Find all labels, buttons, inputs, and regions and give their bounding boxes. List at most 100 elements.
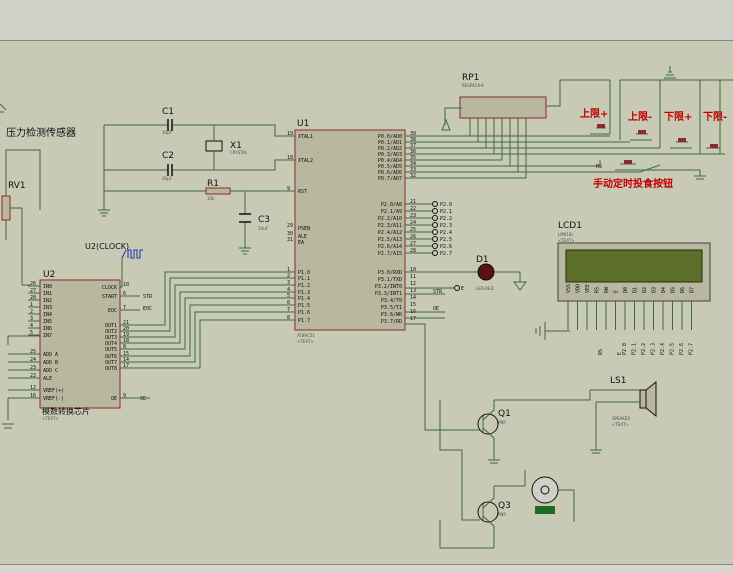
u1-pin-number: 15	[410, 302, 416, 308]
u2-pin-number: 1	[30, 302, 33, 308]
p2-point-label: P2.5	[440, 237, 452, 243]
u1-pin-label: P2.4/A12	[378, 230, 402, 236]
u1-pin-label: P1.6	[298, 310, 310, 316]
lcd-net-label: P2.1	[632, 343, 638, 355]
u2-pin-number: 17	[123, 363, 129, 369]
u1-pin-number: 7	[287, 307, 290, 313]
x1-crystal[interactable]	[205, 125, 223, 170]
u1-pin-label: P0.6/AD6	[378, 170, 402, 176]
u2-pin-label: VREF(+)	[43, 388, 64, 394]
p2-test-point[interactable]	[432, 236, 438, 242]
q1-label: Q1	[498, 409, 511, 419]
u2-pin-label: IN7	[43, 333, 52, 339]
u2-pin-number: 14	[123, 357, 129, 363]
u1-str-label: STR	[433, 289, 443, 295]
p2-test-point[interactable]	[432, 215, 438, 221]
u1-text-placeholder: <TEXT>	[297, 339, 314, 344]
u2-adc-chip[interactable]	[39, 279, 121, 409]
u1-pin-label: P2.7/A15	[378, 251, 402, 257]
u2-pin-number: 19	[123, 332, 129, 338]
u2-pin-label: ADD C	[43, 368, 58, 374]
c2-label: C2	[162, 151, 174, 161]
c1-label: C1	[162, 107, 174, 117]
p2-test-point[interactable]	[432, 250, 438, 256]
c1-capacitor[interactable]	[104, 119, 295, 137]
u1-pin-label: P3.5/T1	[381, 305, 402, 311]
u1-mcu-chip[interactable]	[294, 129, 406, 331]
lcd-net-label: P2.4	[660, 343, 666, 355]
p2-test-point[interactable]	[432, 208, 438, 214]
u1-pin-number: 37	[410, 143, 416, 149]
u1-pin-label: P1.1	[298, 276, 310, 282]
toolbar-area	[0, 0, 733, 41]
u2-pin-label: ADD A	[43, 352, 58, 358]
u1-part: AT89C51	[297, 333, 315, 338]
u1-pin-label: P0.0/AD0	[378, 134, 402, 140]
rv1-potentiometer[interactable]	[0, 103, 41, 240]
rp1-resistor-pack[interactable]	[441, 79, 610, 131]
x1-label: X1	[230, 141, 242, 151]
q3-label: Q3	[498, 501, 511, 511]
rs-label: RS	[596, 164, 602, 170]
u2-pin-number: 18	[123, 338, 129, 344]
lower-minus-button[interactable]	[700, 144, 725, 155]
lcd1-display[interactable]	[557, 242, 711, 302]
u2-pin-number: 21	[123, 320, 129, 326]
u2-label: U2	[43, 270, 55, 280]
x1-part: CRYSTAL	[230, 150, 248, 155]
u2-pin-label: OUT5	[105, 347, 117, 353]
u2-pin-label: OE	[111, 396, 117, 402]
ls1-part: SPEAKER	[612, 416, 630, 421]
u1-left-pins: XTAL119XTAL218RST9PSEN29ALE30EA31P1.01P1…	[287, 131, 313, 324]
clock-source-symbol	[121, 249, 143, 259]
ls1-speaker[interactable]	[590, 380, 657, 454]
c2-capacitor[interactable]	[104, 159, 295, 176]
u2-pin-number: 5	[30, 330, 33, 336]
lcd-net-label: P2.5	[670, 343, 676, 355]
u2-pin-number: 2	[30, 309, 33, 315]
u2-pin-number: 3	[30, 316, 33, 322]
p2-test-point[interactable]	[432, 243, 438, 249]
u1-pin-label: P0.3/AD3	[378, 152, 402, 158]
q3-part: PNP	[498, 512, 506, 517]
u1-pin-number: 4	[287, 287, 290, 293]
lower-plus-button[interactable]	[670, 138, 692, 149]
u2-pin-label: IN1	[43, 291, 52, 297]
r1-resistor[interactable]	[104, 187, 295, 195]
u1-pin-number: 13	[410, 288, 416, 294]
c3-capacitor[interactable]	[239, 191, 251, 255]
u1-pin-number: 22	[410, 206, 416, 212]
u1-pin-number: 23	[410, 213, 416, 219]
lcd-pin-label: VSS	[566, 284, 572, 293]
p2-point-label: P2.7	[440, 251, 452, 257]
u1-pin-number: 38	[410, 137, 416, 143]
p2-test-point[interactable]	[432, 229, 438, 235]
clock-generator-label: U2(CLOCK)	[85, 242, 129, 251]
upper-minus-button[interactable]	[630, 130, 652, 141]
r1-label: R1	[207, 179, 219, 189]
u2-eoc-label: EOC	[143, 306, 152, 312]
manual-feed-button[interactable]	[615, 160, 706, 180]
u1-pin-number: 25	[410, 227, 416, 233]
q1-transistor[interactable]	[477, 389, 642, 464]
motor[interactable]	[531, 476, 575, 522]
u1-pin-label: P2.0/A8	[381, 202, 402, 208]
u2-pin-label: IN5	[43, 319, 52, 325]
u1-pin-number: 21	[410, 199, 416, 205]
rp1-label: RP1	[462, 73, 479, 83]
p2-point-label: P2.6	[440, 244, 452, 250]
pressure-sensor-label: 压力检测传感器	[6, 126, 76, 139]
u2-pin-label: CLOCK	[102, 285, 117, 291]
u1-label: U1	[297, 119, 309, 129]
p2-test-point[interactable]	[432, 201, 438, 207]
u2-pin-label: OUT6	[105, 354, 117, 360]
u1-pin-label: P1.5	[298, 303, 310, 309]
q3-transistor[interactable]	[439, 470, 526, 549]
d1-led[interactable]	[405, 263, 527, 291]
upper-plus-button[interactable]	[590, 124, 610, 135]
u2-pin-number: 24	[30, 357, 36, 363]
u1-pin-number: 24	[410, 220, 416, 226]
p2-test-point[interactable]	[432, 222, 438, 228]
u1-pin-label: P3.7/RD	[381, 319, 402, 325]
